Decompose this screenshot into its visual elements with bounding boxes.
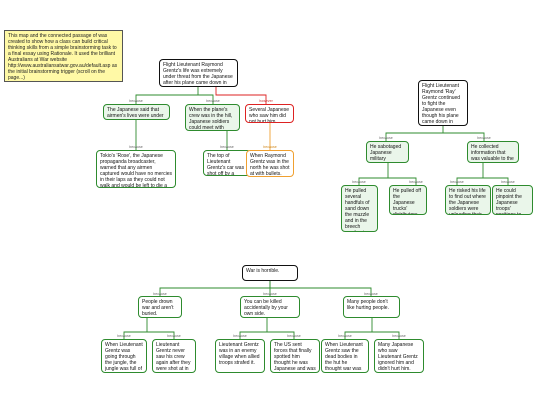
tree3-reason-3[interactable]: Many people don't like hurting people. [343,296,400,318]
tree3-edge-ev3 [239,318,268,339]
tree2-because-label: because [352,180,366,184]
tree3-evidence-2[interactable]: Lieutenant Grentz never saw his crew aga… [152,339,196,373]
tree1-rebuttal[interactable]: When Raymond Grentz was in the north he … [246,150,294,177]
tree2-edge-ev4 [483,177,509,185]
tree2-reason-2[interactable]: He collected information that was valuab… [467,141,519,163]
tree2-evidence-3[interactable]: He risked his life to find out where the… [445,185,491,215]
tree3-edge-ev2 [147,331,175,339]
tree3-edge-ev4 [267,331,295,339]
tree1-evidence-2[interactable]: The top of Lieutenant Grentz's car was s… [203,150,251,176]
tree1-edge-reason1 [135,87,199,104]
tree3-reason-1[interactable]: People drown war and aren't buried. [138,296,182,318]
tree2-connectors [358,126,509,185]
intro-note: This map and the connected passage of wa… [4,30,123,82]
tree1-because-label: because [263,145,277,149]
tree1-because-label: because [129,145,143,149]
tree3-because-label: because [287,334,301,338]
tree1-edge-reason2 [198,94,214,104]
tree3-because-label: because [167,334,181,338]
tree3-because-label: because [233,334,247,338]
tree2-main-claim[interactable]: Flight Lieutenant Raymond 'Ray' Grentz c… [418,80,468,126]
tree3-because-label: because [153,292,167,296]
tree1-main-claim[interactable]: Flight Lieutenant Raymond Grentz's life … [159,59,238,87]
tree3-edge-reason1 [159,281,271,296]
tree3-because-label: because [364,292,378,296]
tree3-evidence-1[interactable]: When Lieutenant Grentz was going through… [101,339,147,373]
tree2-edge-ev2 [388,177,417,185]
tree3-edge-ev6 [372,331,400,339]
tree2-because-label: because [379,136,393,140]
tree3-because-label: because [392,334,406,338]
tree2-reason-1[interactable]: He sabotaged Japanese military equipment… [366,141,409,163]
tree1-because-label: because [206,99,220,103]
tree3-reason-2[interactable]: You can be killed accidentally by your o… [240,296,300,318]
tree1-reason-1[interactable]: The Japanese said that airmen's lives we… [103,104,170,120]
tree2-because-label: because [501,180,515,184]
tree2-evidence-2[interactable]: He pulled off the Japanese trucks' distr… [389,185,427,215]
tree3-edge-ev5 [344,318,373,339]
tree1-evidence-1[interactable]: Tokio's 'Rose', the Japanese propaganda … [96,150,176,188]
tree2-edge-ev1 [358,163,389,185]
tree1-connectors [135,87,271,150]
tree1-however-label: however [259,99,273,103]
tree2-because-label: because [477,136,491,140]
tree2-evidence-4[interactable]: He could pinpoint the Japanese troops' p… [492,185,533,215]
tree3-edge-ev1 [123,318,148,339]
tree2-evidence-1[interactable]: He pulled several handfuls of sand down … [341,185,378,232]
tree3-evidence-5[interactable]: When Lieutenant Grentz saw the dead bodi… [321,339,369,373]
tree1-reason-2[interactable]: When the plane's crew was in the hill, J… [185,104,240,131]
tree2-edge-reason1 [385,126,444,141]
tree3-main-claim[interactable]: War is horrible. [242,265,298,281]
tree2-edge-ev3 [456,163,484,185]
tree2-because-label: because [450,180,464,184]
tree3-because-label: because [263,292,277,296]
tree2-edge-reason2 [443,132,485,141]
tree2-because-label: because [409,180,423,184]
tree1-objection[interactable]: Several Japanese who saw him did not hur… [245,104,294,123]
tree3-evidence-4[interactable]: The US sent forces that finally spotted … [270,339,320,373]
tree1-because-label: because [129,99,143,103]
tree3-because-label: because [117,334,131,338]
tree3-connectors [123,281,400,339]
tree3-evidence-6[interactable]: Many Japanese who saw Lieutenant Grentz … [374,339,424,373]
tree1-edge-objection [215,87,267,104]
tree3-evidence-3[interactable]: Lieutenant Grentz was in an enemy villag… [215,339,265,373]
tree3-because-label: because [338,334,352,338]
tree1-because-label: because [220,145,234,149]
tree3-edge-reason3 [270,287,372,296]
